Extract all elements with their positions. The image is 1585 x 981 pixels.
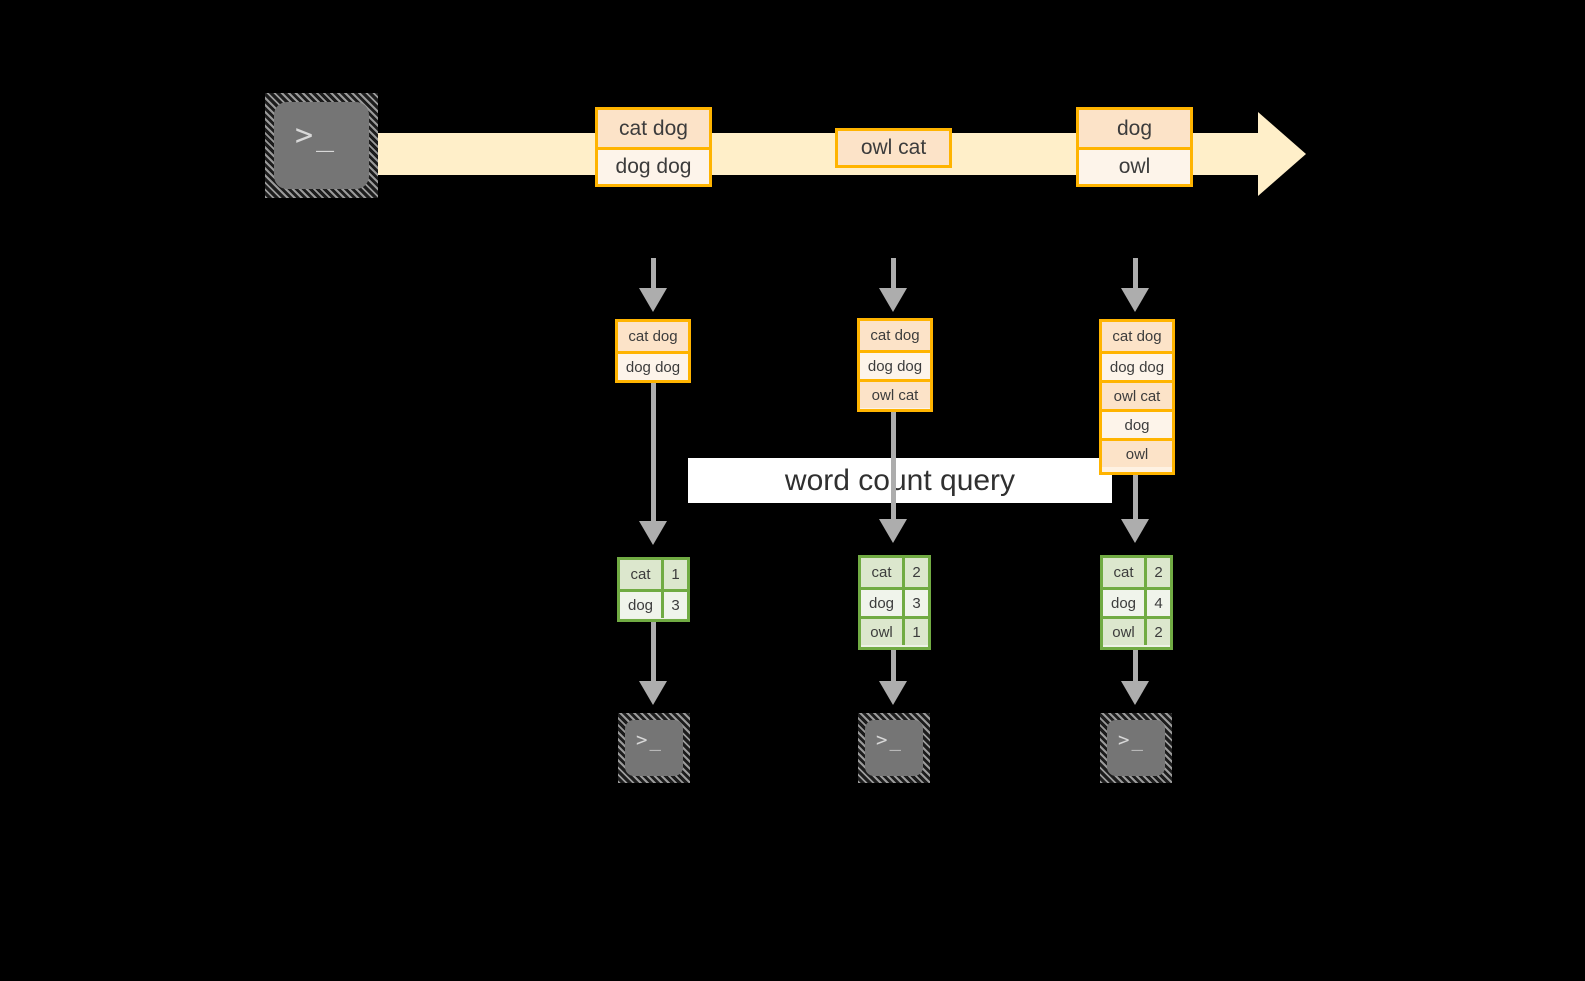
result-count: 1	[671, 566, 680, 583]
result-row: cat 1	[620, 560, 687, 589]
snapshot-result-2: cat 2 dog 3 owl 1	[858, 555, 931, 650]
snapshot-feed-dash-3	[1133, 258, 1138, 290]
terminal-screen	[625, 720, 683, 776]
sink-connector-arrowhead-3	[1121, 681, 1149, 705]
result-row: dog 3	[620, 589, 687, 618]
terminal-prompt-glyph: >_	[876, 729, 903, 751]
stream-event-line: dog dog	[598, 147, 709, 184]
word-count-query-banner: word count query	[688, 458, 1112, 503]
result-count: 2	[912, 564, 921, 581]
sink-terminal-icon-1: >_	[618, 713, 690, 783]
result-row: owl 1	[861, 616, 928, 645]
result-count: 2	[1154, 623, 1163, 641]
terminal-prompt-glyph: >_	[295, 118, 338, 153]
sink-connector-2	[891, 650, 896, 684]
sink-connector-arrowhead-2	[879, 681, 907, 705]
query-connector-arrowhead-1	[639, 521, 667, 545]
terminal-screen	[1107, 720, 1165, 776]
inbox-row: owl cat	[860, 379, 930, 408]
stream-event-line: owl	[1079, 147, 1190, 184]
sink-terminal-icon-3: >_	[1100, 713, 1172, 783]
query-connector-arrowhead-3	[1121, 519, 1149, 543]
result-count: 2	[1154, 564, 1163, 581]
query-connector-arrowhead-2	[879, 519, 907, 543]
terminal-prompt-glyph: >_	[636, 729, 663, 751]
stream-event-line: dog	[1079, 110, 1190, 147]
inbox-row: cat dog	[860, 321, 930, 350]
snapshot-feed-dash-2	[891, 258, 896, 290]
sink-connector-arrowhead-1	[639, 681, 667, 705]
result-count: 1	[912, 623, 921, 641]
stream-event-3: dog owl	[1076, 107, 1193, 187]
result-word: cat	[1103, 558, 1147, 587]
inbox-row: dog dog	[1102, 351, 1172, 380]
query-connector-1	[651, 383, 656, 525]
result-count: 4	[1154, 594, 1163, 612]
result-word: dog	[1103, 590, 1147, 616]
terminal-prompt-glyph: >_	[1118, 729, 1145, 751]
inbox-row: dog	[1102, 409, 1172, 438]
result-row: cat 2	[1103, 558, 1170, 587]
result-row: dog 4	[1103, 587, 1170, 616]
result-word: dog	[861, 590, 905, 616]
result-row: cat 2	[861, 558, 928, 587]
sink-connector-1	[651, 622, 656, 684]
snapshot-inbox-1: cat dog dog dog	[615, 319, 691, 383]
stream-event-1: cat dog dog dog	[595, 107, 712, 187]
result-count: 3	[912, 594, 921, 612]
source-terminal-icon: >_	[265, 93, 378, 198]
result-count: 3	[671, 596, 680, 614]
banner-label: word count query	[784, 463, 1016, 497]
result-word: cat	[620, 560, 664, 589]
result-row: owl 2	[1103, 616, 1170, 645]
result-word: cat	[861, 558, 905, 587]
result-word: dog	[620, 592, 664, 618]
inbox-row: owl	[1102, 438, 1172, 467]
snapshot-inbox-2: cat dog dog dog owl cat	[857, 318, 933, 412]
snapshot-inbox-3: cat dog dog dog owl cat dog owl	[1099, 319, 1175, 475]
sink-terminal-icon-2: >_	[858, 713, 930, 783]
inbox-row: cat dog	[1102, 322, 1172, 351]
inbox-row: dog dog	[618, 351, 688, 380]
terminal-screen	[274, 102, 369, 189]
snapshot-feed-arrowhead-1	[639, 288, 667, 312]
query-connector-3	[1133, 475, 1138, 523]
snapshot-feed-arrowhead-3	[1121, 288, 1149, 312]
snapshot-result-1: cat 1 dog 3	[617, 557, 690, 622]
inbox-row: dog dog	[860, 350, 930, 379]
stream-event-2: owl cat	[835, 128, 952, 168]
inbox-row: owl cat	[1102, 380, 1172, 409]
sink-connector-3	[1133, 650, 1138, 684]
result-row: dog 3	[861, 587, 928, 616]
snapshot-feed-dash-1	[651, 258, 656, 290]
stream-event-line: cat dog	[598, 110, 709, 147]
stream-timeline-arrowhead	[1258, 112, 1306, 196]
inbox-row: cat dog	[618, 322, 688, 351]
snapshot-result-3: cat 2 dog 4 owl 2	[1100, 555, 1173, 650]
stream-event-line: owl cat	[838, 131, 949, 165]
terminal-screen	[865, 720, 923, 776]
result-word: owl	[1103, 619, 1147, 645]
snapshot-feed-arrowhead-2	[879, 288, 907, 312]
result-word: owl	[861, 619, 905, 645]
query-connector-2	[891, 412, 896, 523]
